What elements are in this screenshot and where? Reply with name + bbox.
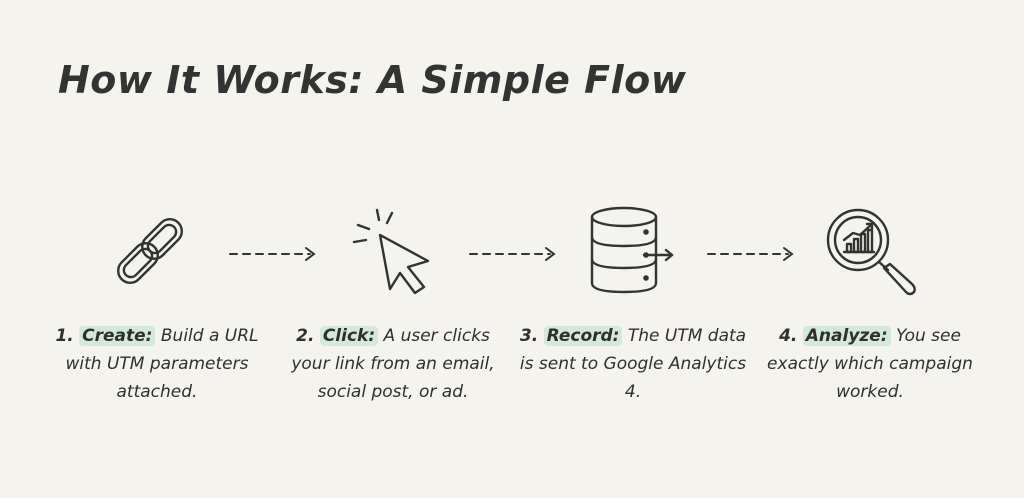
step-1: 1. Create: Build a URL with UTM paramete… [42, 322, 272, 406]
step-1-number: 1. [55, 326, 74, 346]
step-4-text: You see exactly which campaign worked. [767, 326, 973, 402]
step-4-keyword: Analyze: [802, 326, 891, 346]
database-icon [590, 206, 674, 294]
page-title: How It Works: A Simple Flow [58, 58, 687, 102]
flow-arrow-3 [707, 247, 794, 261]
step-1-text: Build a URL with UTM parameters attached… [65, 326, 259, 402]
flow-arrow-2 [469, 247, 556, 261]
chain-link-icon [117, 218, 183, 284]
magnifier-chart-icon [826, 208, 916, 296]
flow-arrow-1 [229, 247, 316, 261]
step-2-number: 2. [296, 326, 315, 346]
step-4: 4. Analyze: You see exactly which campai… [755, 322, 985, 406]
step-2-text: A user clicks your link from an email, s… [291, 326, 495, 402]
step-3-keyword: Record: [543, 326, 623, 346]
step-1-keyword: Create: [79, 326, 156, 346]
step-4-number: 4. [779, 326, 798, 346]
step-2-keyword: Click: [319, 326, 379, 346]
step-2: 2. Click: A user clicks your link from a… [278, 322, 508, 406]
step-3-number: 3. [519, 326, 539, 346]
step-3-text: The UTM data is sent to Google Analytics… [519, 326, 747, 402]
cursor-click-icon [352, 208, 430, 295]
step-3: 3. Record: The UTM data is sent to Googl… [518, 322, 748, 406]
